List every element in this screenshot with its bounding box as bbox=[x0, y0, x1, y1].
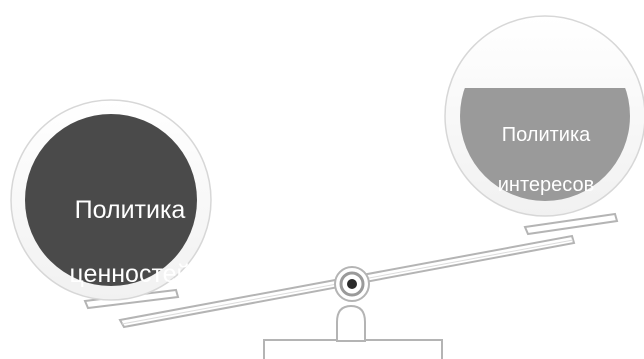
right-label-line1: Политика bbox=[502, 124, 591, 146]
left-label-line2: ценностей bbox=[70, 260, 191, 288]
left-pan-label: Политика ценностей bbox=[55, 162, 205, 290]
left-label-line1: Политика bbox=[75, 196, 186, 224]
right-pan-plate bbox=[525, 214, 617, 234]
pivot-icon bbox=[335, 267, 369, 301]
scale-stand bbox=[264, 306, 442, 359]
right-label-line2: интересов bbox=[498, 174, 595, 196]
right-pan-label: Политика интересов bbox=[466, 98, 626, 198]
